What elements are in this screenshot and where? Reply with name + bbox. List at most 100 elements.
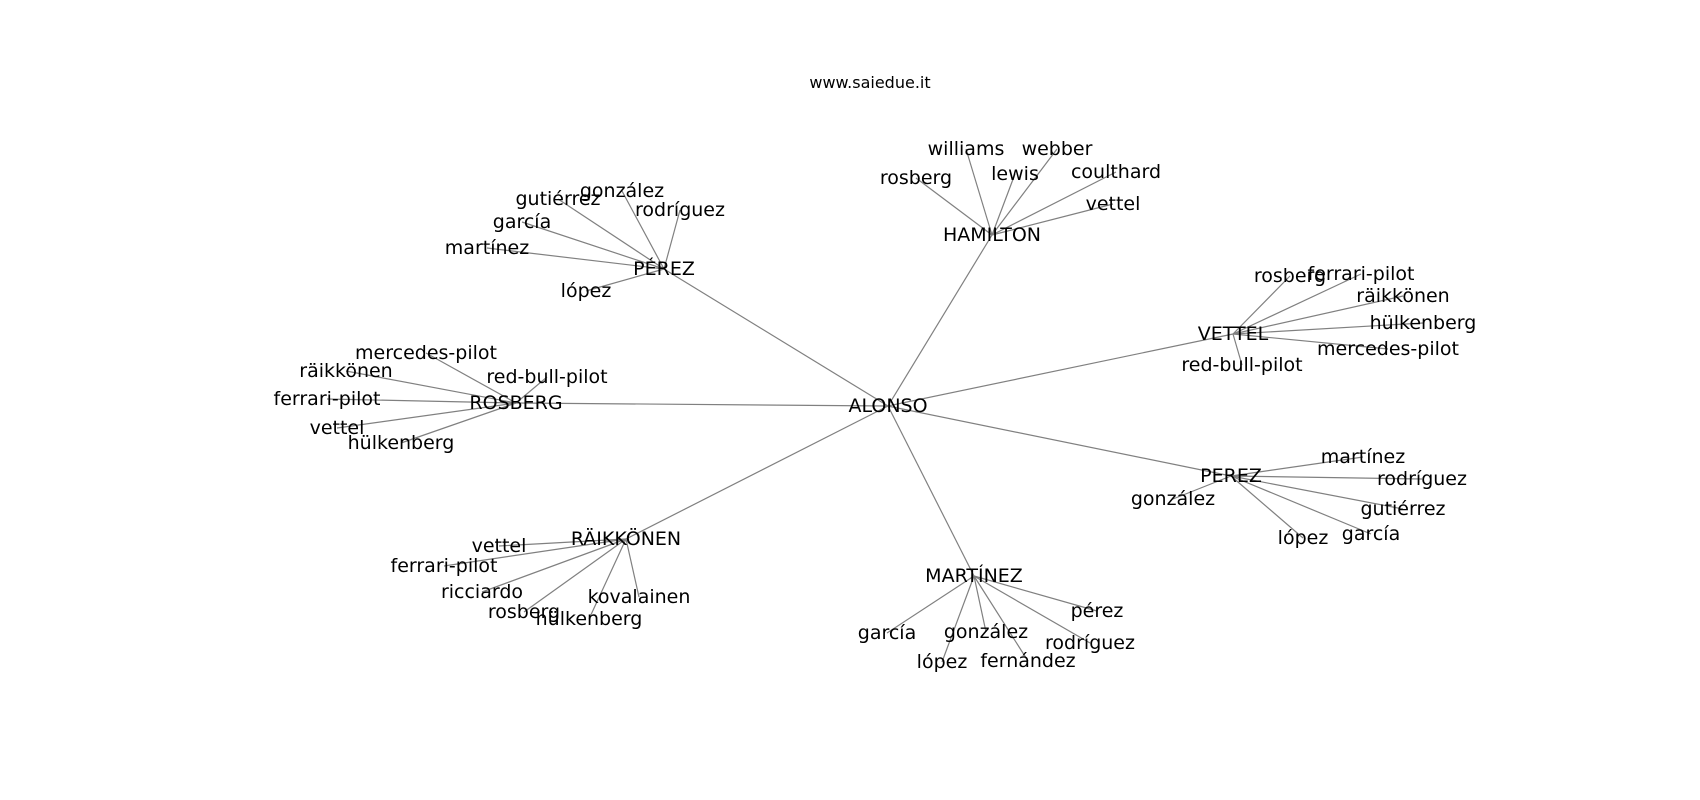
hub-node-label: RÄIKKÖNEN	[571, 527, 681, 550]
leaf-node-label: räikkönen	[1356, 285, 1449, 307]
edge-hub-to-leaf	[523, 538, 627, 613]
edge-hub-to-leaf	[345, 370, 517, 404]
hub-node-label: VETTEL	[1198, 323, 1269, 345]
edge-hub-to-leaf	[400, 402, 517, 444]
edge-hub-to-leaf	[965, 148, 993, 236]
edges-layer	[326, 148, 1424, 663]
edge-hub-to-leaf	[991, 148, 1058, 236]
edge-center-to-hub	[887, 234, 993, 407]
leaf-node-label: mercedes-pilot	[1317, 338, 1459, 360]
leaf-node-label: ferrari-pilot	[391, 555, 498, 577]
edge-hub-to-leaf	[915, 177, 993, 236]
leaf-node-label: hülkenberg	[1370, 312, 1477, 334]
leaf-node-label: webber	[1022, 138, 1093, 160]
edge-hub-to-leaf	[941, 575, 975, 663]
leaf-node-label: lópez	[917, 651, 968, 673]
edge-hub-to-leaf	[486, 247, 665, 270]
edge-center-to-hub	[887, 405, 975, 577]
edge-hub-to-leaf	[498, 538, 627, 547]
edge-hub-to-leaf	[1232, 333, 1389, 350]
edge-hub-to-leaf	[973, 575, 1091, 644]
edge-hub-to-leaf	[1232, 275, 1291, 335]
leaf-node-label: lewis	[991, 163, 1039, 185]
edge-hub-to-leaf	[1232, 295, 1404, 335]
leaf-node-label: vettel	[310, 417, 365, 439]
leaf-node-label: gutiérrez	[1360, 498, 1445, 520]
watermark: www.saiedue.it	[809, 73, 930, 92]
leaf-node-label: lópez	[561, 280, 612, 302]
leaf-node-label: ferrari-pilot	[274, 388, 381, 410]
leaf-node-label: mercedes-pilot	[355, 342, 497, 364]
hub-node-label: PÉREZ	[633, 257, 695, 280]
leaf-node-label: garcía	[493, 211, 551, 233]
hub-node-label: MARTÍNEZ	[925, 564, 1023, 587]
edge-center-to-hub	[663, 268, 889, 407]
leaf-node-label: williams	[928, 138, 1005, 160]
edge-hub-to-leaf	[1230, 475, 1423, 480]
edge-hub-to-leaf	[991, 171, 1117, 236]
edge-hub-to-leaf	[1232, 322, 1424, 335]
edge-hub-to-leaf	[1172, 475, 1232, 500]
leaf-node-label: hülkenberg	[348, 432, 455, 454]
edge-hub-to-leaf	[1230, 456, 1364, 477]
edge-hub-to-leaf	[973, 575, 1098, 612]
edge-hub-to-leaf	[886, 575, 975, 634]
edge-hub-to-leaf	[1232, 333, 1243, 366]
leaf-node-label: red-bull-pilot	[1181, 354, 1302, 376]
leaf-node-label: räikkönen	[299, 360, 392, 382]
edge-center-to-hub	[515, 402, 889, 407]
hub-node-label: ROSBERG	[469, 392, 562, 414]
edge-hub-to-leaf	[1232, 273, 1362, 335]
leaf-node-label: rosberg	[880, 167, 952, 189]
leaf-node-label: martínez	[445, 237, 529, 259]
edge-hub-to-leaf	[973, 575, 1029, 662]
edge-hub-to-leaf	[1230, 475, 1404, 510]
leaf-node-label: gonzález	[1131, 488, 1215, 510]
edge-hub-to-leaf	[515, 376, 548, 404]
leaf-node-label: fernández	[980, 650, 1075, 672]
leaf-node-label: ricciardo	[441, 581, 523, 603]
leaf-node-label: rodríguez	[1377, 468, 1467, 490]
leaf-node-label: gutiérrez	[515, 188, 600, 210]
labels-layer: williams webber rosberg lewis coulthard vette…	[274, 138, 1477, 673]
edge-hub-to-leaf	[521, 221, 665, 270]
edge-hub-to-leaf	[991, 173, 1016, 236]
leaf-node-label: hülkenberg	[536, 608, 643, 630]
leaf-node-label: lópez	[1278, 527, 1329, 549]
leaf-node-label: kovalainen	[588, 586, 691, 608]
edge-hub-to-leaf	[991, 203, 1114, 236]
leaf-node-label: rodríguez	[635, 199, 725, 221]
leaf-node-label: pérez	[1071, 600, 1124, 622]
edge-hub-to-leaf	[625, 538, 640, 598]
edge-hub-to-leaf	[326, 398, 517, 404]
center-node-label: ALONSO	[848, 395, 927, 417]
hub-node-label: HAMILTON	[943, 224, 1041, 246]
leaf-node-label: vettel	[1086, 193, 1141, 215]
edge-hub-to-leaf	[481, 538, 627, 593]
hub-node-label: PEREZ	[1200, 465, 1262, 487]
leaf-node-label: gonzález	[944, 621, 1028, 643]
edge-hub-to-leaf	[621, 190, 665, 270]
leaf-node-label: martínez	[1321, 446, 1405, 468]
edge-hub-to-leaf	[443, 538, 627, 567]
edge-hub-to-leaf	[425, 352, 517, 404]
edge-hub-to-leaf	[336, 402, 517, 429]
edge-hub-to-leaf	[663, 209, 681, 270]
edge-center-to-hub	[887, 333, 1234, 407]
edge-hub-to-leaf	[557, 198, 665, 270]
leaf-node-label: garcía	[858, 622, 916, 644]
leaf-node-label: garcía	[1342, 523, 1400, 545]
leaf-node-label: red-bull-pilot	[486, 366, 607, 388]
edge-hub-to-leaf	[585, 268, 665, 292]
edge-center-to-hub	[625, 405, 889, 540]
leaf-node-label: vettel	[472, 535, 527, 557]
edge-hub-to-leaf	[1230, 475, 1372, 535]
edge-hub-to-leaf	[1230, 475, 1304, 539]
edge-hub-to-leaf	[588, 538, 627, 620]
edge-hub-to-leaf	[973, 575, 987, 633]
leaf-node-label: gonzález	[580, 180, 664, 202]
leaf-node-label: coulthard	[1071, 161, 1161, 183]
leaf-node-label: rosberg	[488, 601, 560, 623]
leaf-node-label: rosberg	[1254, 265, 1326, 287]
